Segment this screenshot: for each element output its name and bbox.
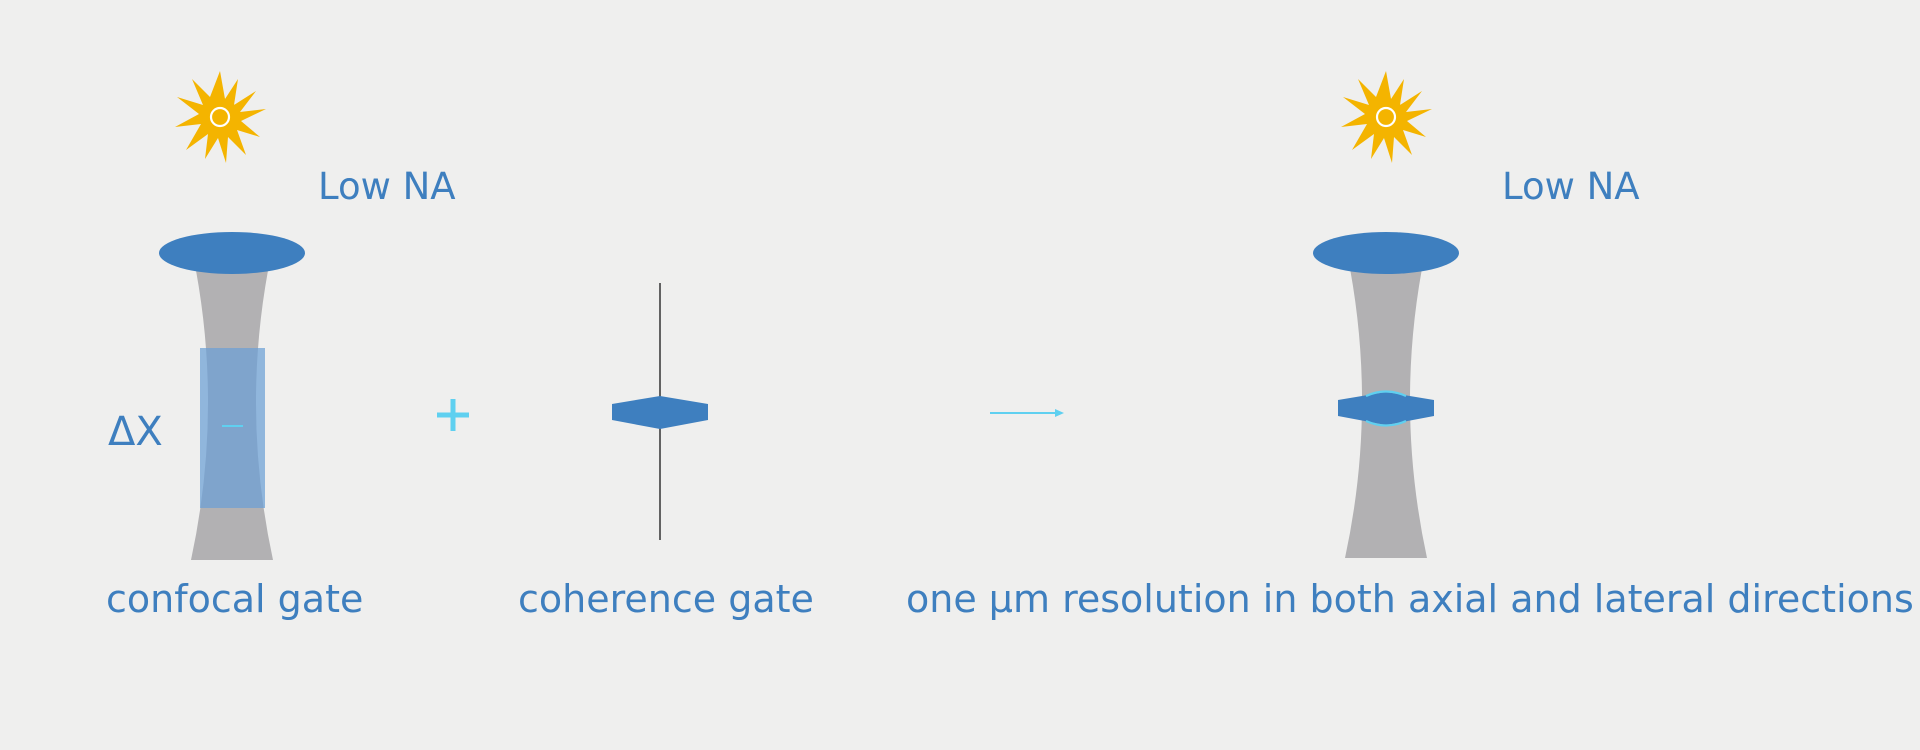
arrow-right-icon bbox=[990, 409, 1064, 417]
right-sun-icon bbox=[1341, 71, 1432, 163]
combined-gate-shape bbox=[1338, 392, 1434, 425]
coherence-gate-shape bbox=[612, 396, 708, 429]
right-lens bbox=[1313, 232, 1459, 274]
left-lens bbox=[159, 232, 305, 274]
right-na-label: Low NA bbox=[1502, 168, 1640, 205]
confocal-gate-caption: confocal gate bbox=[106, 580, 363, 618]
resolution-caption: one μm resolution in both axial and late… bbox=[906, 580, 1914, 618]
confocal-gate-box bbox=[200, 348, 265, 508]
left-sun-icon bbox=[175, 71, 266, 163]
coherence-gate-caption: coherence gate bbox=[518, 580, 814, 618]
plus-icon bbox=[437, 399, 469, 431]
left-na-label: Low NA bbox=[318, 168, 456, 205]
delta-x-label: ΔX bbox=[108, 412, 163, 452]
